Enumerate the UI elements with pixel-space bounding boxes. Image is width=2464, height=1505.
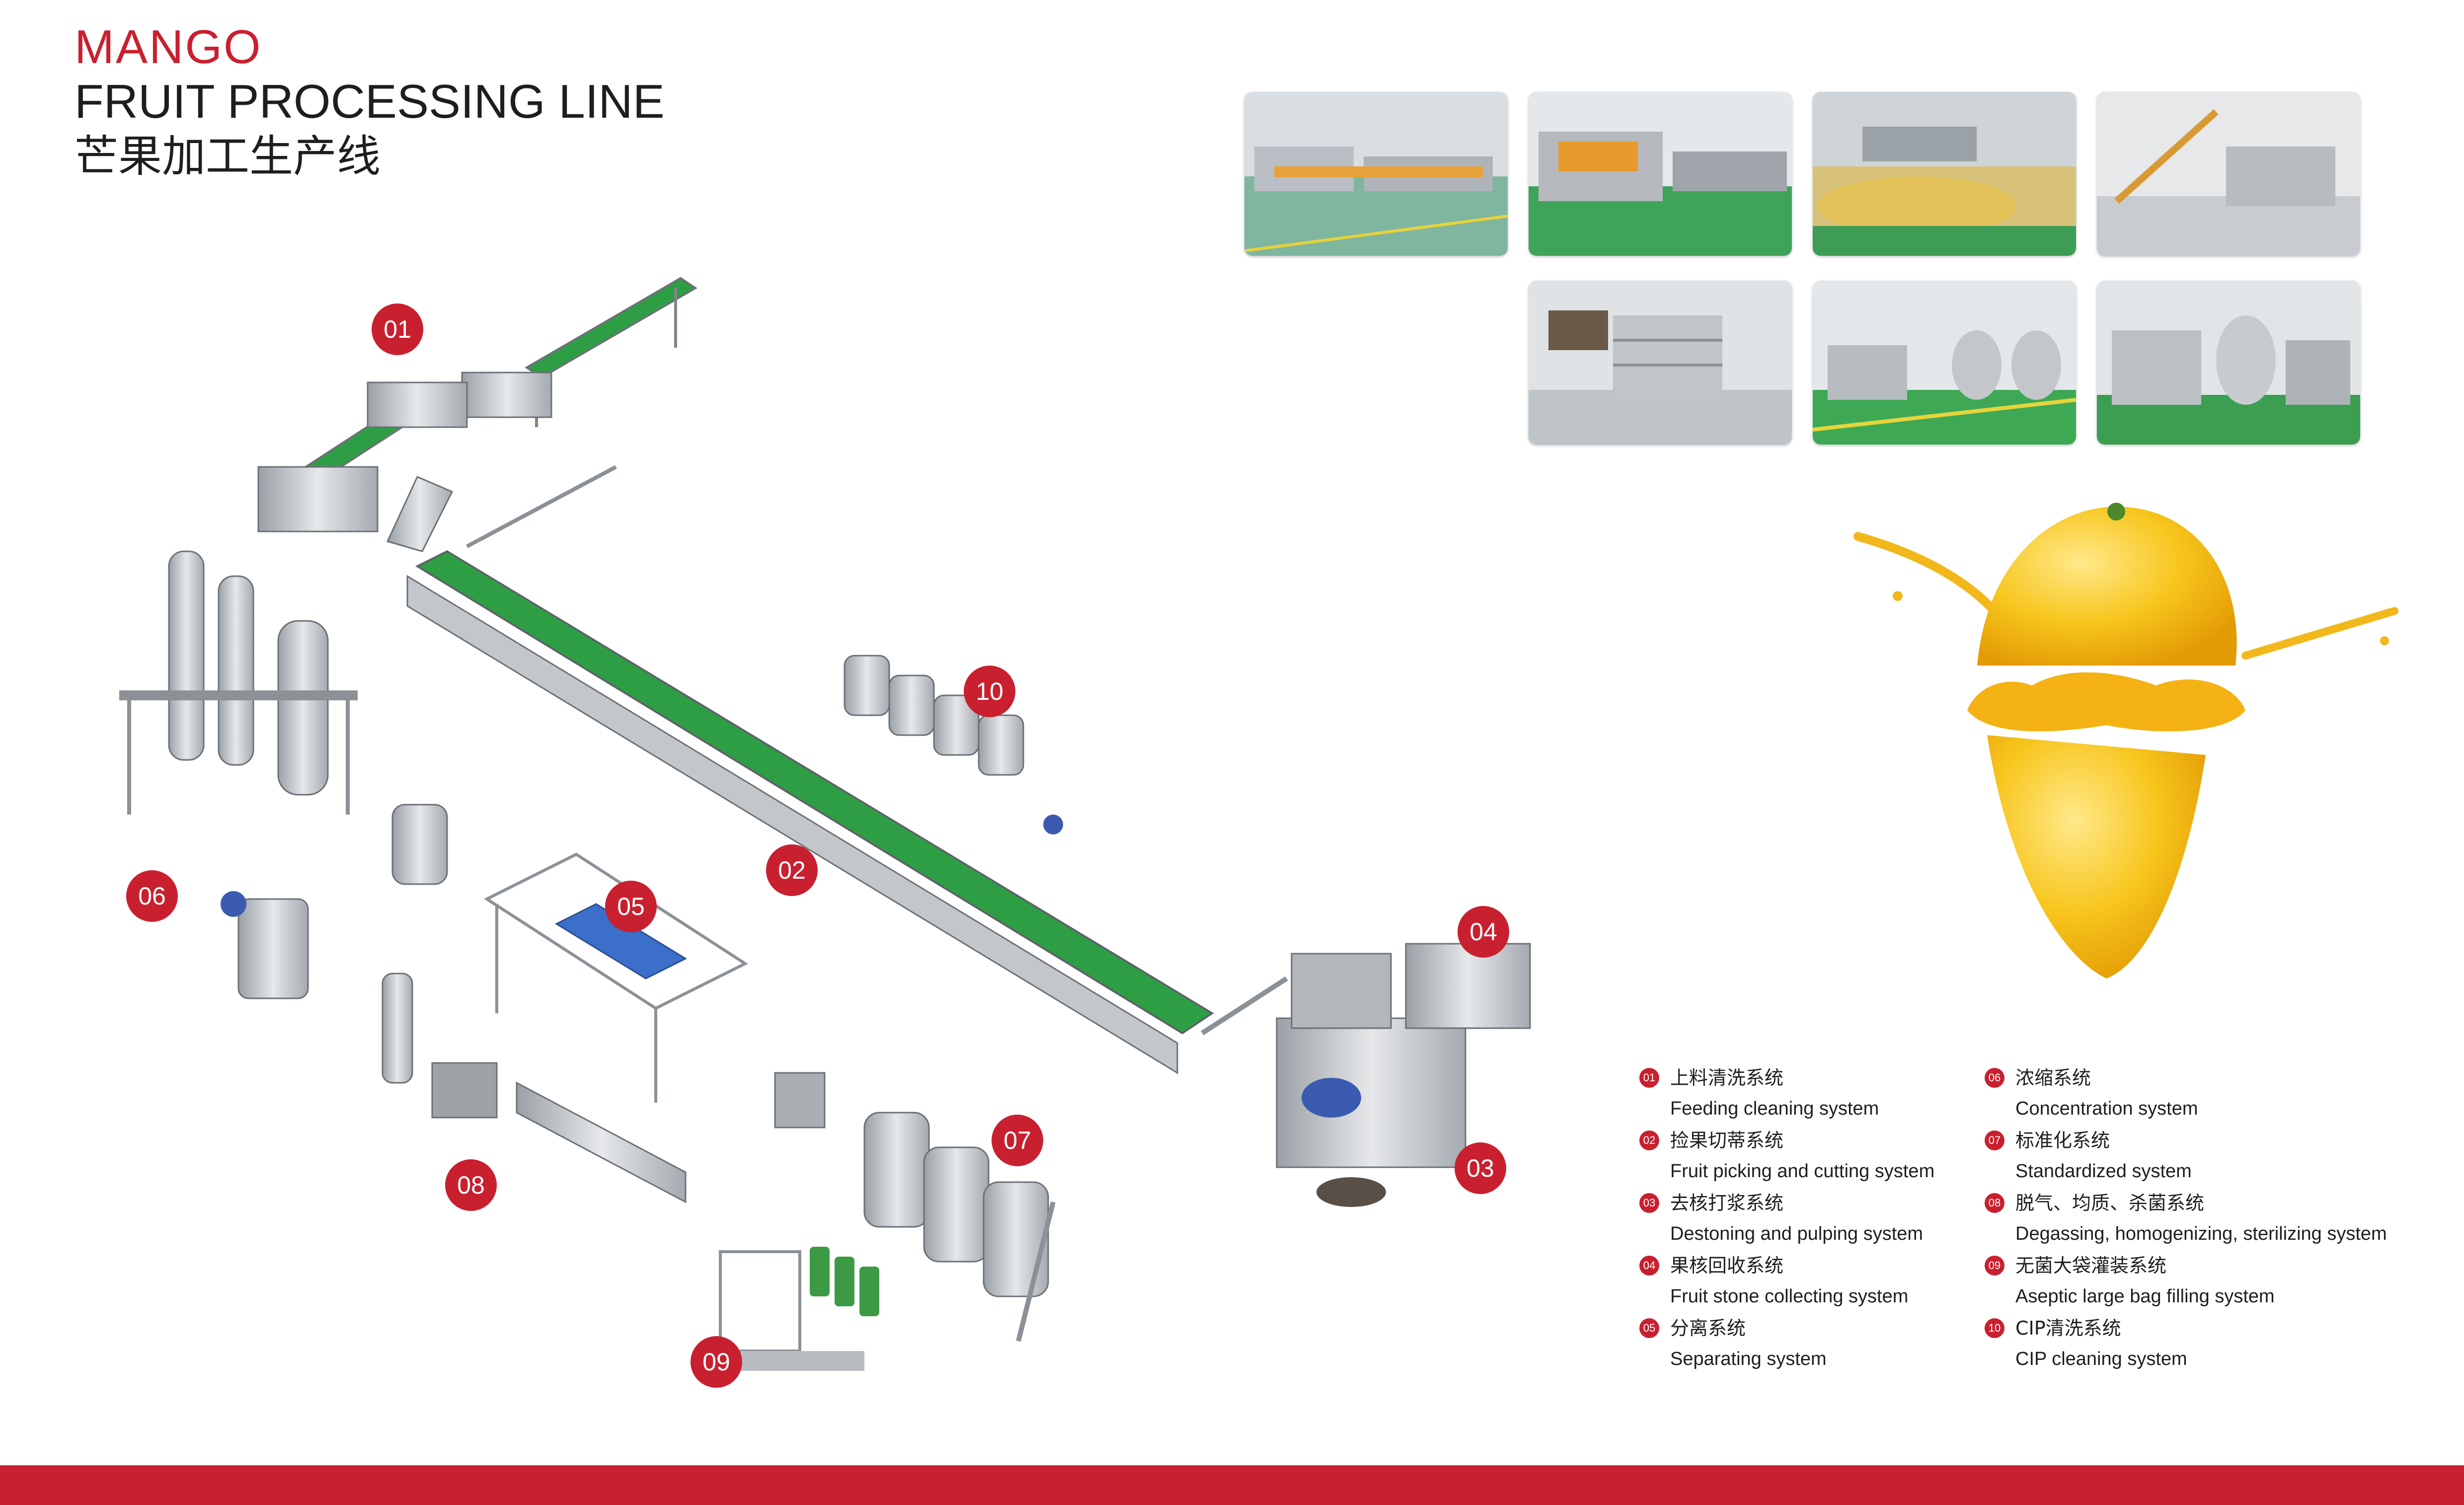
legend-column-right: 06 浓缩系统 Concentration system 07 标准化系统 St… [1985, 1063, 2387, 1376]
marker-09: 09 [691, 1336, 742, 1388]
legend-number-badge: 03 [1639, 1193, 1659, 1213]
legend-item: 03 去核打浆系统 Destoning and pulping system [1639, 1188, 2037, 1251]
legend-label-en: Fruit picking and cutting system [1670, 1161, 1935, 1182]
legend-item: 06 浓缩系统 Concentration system [1985, 1063, 2382, 1126]
legend-label-en: Destoning and pulping system [1670, 1223, 1924, 1244]
legend-item: 09 无菌大袋灌装系统 Aseptic large bag filling sy… [1985, 1251, 2382, 1313]
factory-photo [2097, 92, 2360, 256]
marker-05: 05 [605, 881, 657, 932]
marker-02: 02 [766, 844, 818, 896]
legend-label-zh: 果核回收系统 [1670, 1255, 1784, 1277]
fruit-stone-collecting-system [1405, 943, 1531, 1029]
marker-label: 07 [1003, 1127, 1031, 1154]
legend-label-zh: 浓缩系统 [2015, 1067, 2091, 1089]
title-block: MANGO FRUIT PROCESSING LINE 芒果加工生产线 [75, 20, 665, 184]
feeding-cleaning-system [257, 277, 697, 552]
legend-item: 07 标准化系统 Standardized system [1985, 1126, 2382, 1188]
marker-label: 08 [457, 1171, 485, 1199]
legend-label-zh: 去核打浆系统 [1670, 1192, 1784, 1214]
legend-label-zh: 无菌大袋灌装系统 [2015, 1255, 2167, 1277]
title-chinese: 芒果加工生产线 [75, 131, 381, 182]
marker-01: 01 [372, 303, 423, 355]
marker-label: 05 [617, 893, 645, 920]
legend-label-zh: 分离系统 [1670, 1317, 1746, 1339]
legend-label-zh: 上料清洗系统 [1670, 1067, 1784, 1089]
factory-photo [1529, 92, 1792, 256]
legend-label-en: Aseptic large bag filling system [2015, 1286, 2275, 1307]
marker-03: 03 [1455, 1142, 1506, 1194]
marker-07: 07 [992, 1115, 1043, 1166]
legend-item: 04 果核回收系统 Fruit stone collecting system [1639, 1251, 2037, 1313]
marker-06: 06 [126, 870, 178, 922]
legend-column-left: 01 上料清洗系统 Feeding cleaning system 02 捡果切… [1639, 1063, 2037, 1376]
legend: 01 上料清洗系统 Feeding cleaning system 02 捡果切… [1639, 1063, 2434, 1381]
legend-label-zh: 标准化系统 [2015, 1129, 2110, 1151]
factory-photo [1529, 281, 1792, 445]
legend-item: 05 分离系统 Separating system [1639, 1313, 2037, 1376]
factory-photo [2097, 281, 2360, 445]
legend-number-badge: 04 [1639, 1256, 1659, 1276]
legend-item: 02 捡果切蒂系统 Fruit picking and cutting syst… [1639, 1126, 2037, 1188]
factory-photo-grid [1244, 92, 2362, 445]
legend-number-badge: 07 [1985, 1130, 2004, 1150]
marker-label: 04 [1469, 918, 1497, 946]
marker-10: 10 [964, 666, 1015, 717]
legend-number-badge: 02 [1639, 1130, 1659, 1150]
title-mango: MANGO [75, 20, 262, 74]
marker-label: 03 [1466, 1154, 1494, 1182]
destoning-pulping-system [1201, 953, 1466, 1207]
legend-label-en: Separating system [1670, 1349, 1827, 1369]
marker-label: 02 [778, 856, 806, 884]
legend-label-en: Fruit stone collecting system [1670, 1286, 1909, 1307]
legend-label-zh: 捡果切蒂系统 [1670, 1129, 1784, 1151]
legend-label-en: CIP cleaning system [2015, 1349, 2187, 1369]
legend-number-badge: 01 [1639, 1068, 1659, 1088]
legend-label-en: Feeding cleaning system [1670, 1098, 1879, 1119]
mango-splash-image [1798, 477, 2444, 1013]
legend-label-en: Concentration system [2015, 1098, 2198, 1119]
concentration-system [119, 550, 448, 999]
legend-item: 08 脱气、均质、杀菌系统 Degassing, homogenizing, s… [1985, 1188, 2387, 1251]
marker-08: 08 [445, 1159, 497, 1211]
bottom-bar [0, 1465, 2464, 1505]
legend-number-badge: 09 [1985, 1256, 2004, 1276]
factory-photo [1244, 92, 1508, 256]
legend-number-badge: 05 [1639, 1318, 1659, 1338]
standardized-system [774, 1072, 1056, 1342]
degassing-homogenizing-sterilizing-system [382, 973, 687, 1204]
marker-label: 06 [138, 882, 166, 910]
marker-label: 09 [702, 1348, 730, 1376]
cip-cleaning-system [844, 655, 1063, 834]
title-line: FRUIT PROCESSING LINE [75, 75, 665, 128]
legend-label-zh: 脱气、均质、杀菌系统 [2015, 1192, 2205, 1214]
legend-label-en: Degassing, homogenizing, sterilizing sys… [2015, 1223, 2387, 1244]
separating-system [483, 852, 749, 1103]
legend-number-badge: 08 [1985, 1193, 2004, 1213]
fruit-picking-cutting-system [406, 465, 1214, 1074]
factory-photo [1813, 281, 2076, 445]
process-line-diagram: 01 02 03 04 05 06 07 08 09 10 [60, 258, 1550, 1401]
legend-item: 01 上料清洗系统 Feeding cleaning system [1639, 1063, 2037, 1126]
marker-04: 04 [1458, 906, 1509, 958]
legend-item: 10 CIP清洗系统 CIP cleaning system [1985, 1313, 2382, 1376]
legend-label-zh: CIP清洗系统 [2015, 1317, 2121, 1339]
legend-number-badge: 10 [1985, 1318, 2004, 1338]
marker-label: 01 [384, 315, 411, 343]
legend-label-en: Standardized system [2015, 1161, 2192, 1182]
factory-photo [1813, 92, 2076, 256]
legend-number-badge: 06 [1985, 1068, 2004, 1088]
marker-label: 10 [976, 677, 1003, 705]
